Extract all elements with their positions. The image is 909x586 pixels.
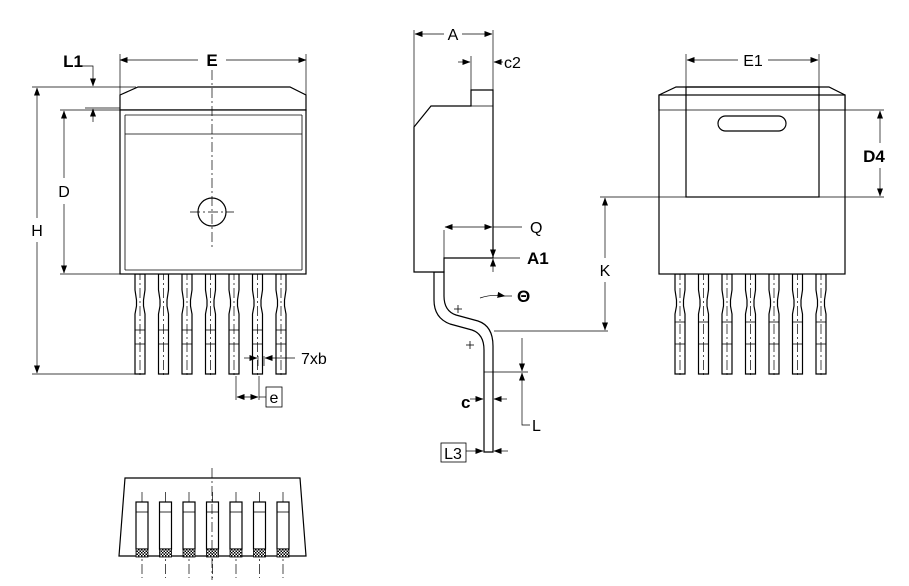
- bottom-view: E1 D4 K: [494, 53, 885, 378]
- dim-label-lead-width: 7xb: [301, 351, 327, 368]
- dim-label-c: c: [461, 393, 470, 412]
- end-view-leads: [135, 492, 290, 578]
- top-view: E L1 D H 7xb e: [31, 51, 327, 408]
- exposed-pad: [685, 86, 820, 198]
- lead: [251, 270, 264, 378]
- top-view-leads: [134, 270, 287, 378]
- lead: [228, 270, 240, 378]
- lead-end: [276, 492, 290, 578]
- side-view-body: [413, 89, 494, 273]
- lead: [204, 270, 217, 378]
- lead: [275, 270, 287, 378]
- dim-label-L3: L3: [444, 446, 462, 463]
- lead-end: [158, 492, 173, 578]
- lead: [815, 270, 827, 378]
- dim-label-pitch: e: [270, 390, 279, 407]
- lead-end: [182, 492, 196, 578]
- lead: [157, 270, 170, 378]
- dim-label-A1: A1: [527, 249, 549, 268]
- lead: [181, 270, 193, 378]
- top-view-body: [119, 109, 307, 275]
- lead: [697, 270, 710, 378]
- dim-label-theta: Θ: [517, 287, 530, 306]
- dim-label-c2: c2: [504, 55, 521, 72]
- lead: [134, 270, 146, 378]
- bottom-view-body: [658, 94, 846, 275]
- bottom-view-leads: [674, 270, 827, 378]
- dim-label-H: H: [31, 223, 43, 240]
- dim-label-L: L: [532, 418, 541, 435]
- lead: [744, 270, 757, 378]
- dim-box-L3: [440, 442, 467, 463]
- lead-end: [135, 492, 149, 578]
- end-view: [118, 468, 307, 580]
- lead-end: [205, 492, 220, 578]
- dim-label-K: K: [600, 263, 611, 280]
- lead: [791, 270, 804, 378]
- dim-label-E: E: [206, 51, 217, 70]
- top-view-tab: [119, 86, 307, 111]
- lead: [768, 270, 780, 378]
- lead-end: [229, 492, 243, 578]
- dim-label-E1: E1: [743, 53, 763, 70]
- lead-end: [252, 492, 267, 578]
- lead: [721, 270, 733, 378]
- dim-label-D: D: [58, 184, 70, 201]
- dim-label-L1: L1: [63, 52, 83, 71]
- lead: [674, 270, 686, 378]
- side-view-lead: [433, 271, 494, 453]
- dim-label-A: A: [448, 27, 459, 44]
- dim-box-e: [265, 386, 283, 408]
- side-view: A c2 Q A1 Θ c L L3: [413, 27, 549, 463]
- exposed-pad-slot: [717, 115, 787, 132]
- dim-label-Q: Q: [530, 220, 542, 237]
- dim-label-D4: D4: [863, 147, 885, 166]
